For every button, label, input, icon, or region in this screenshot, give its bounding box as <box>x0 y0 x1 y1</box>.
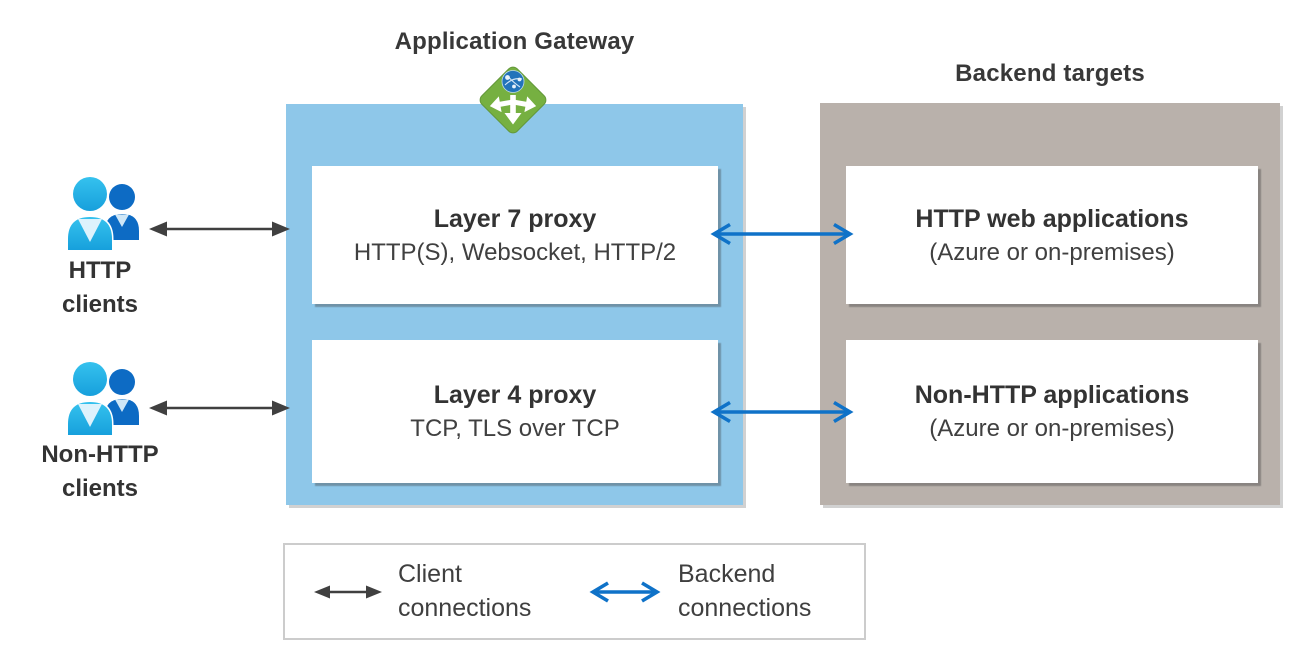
non-http-applications-card: Non-HTTP applications (Azure or on-premi… <box>846 340 1258 483</box>
back-person <box>105 184 139 240</box>
http-web-applications-card: HTTP web applications (Azure or on-premi… <box>846 166 1258 304</box>
http-clients-label: HTTP clients <box>10 254 190 322</box>
layer7-proxy-card: Layer 7 proxy HTTP(S), Websocket, HTTP/2 <box>312 166 718 304</box>
front-person <box>66 361 114 437</box>
backend-targets-title: Backend targets <box>955 60 1145 87</box>
label-line: connections <box>678 594 812 622</box>
card-subtitle: HTTP(S), Websocket, HTTP/2 <box>353 238 677 266</box>
users-icon <box>66 361 139 437</box>
label-line: Backend <box>678 560 776 588</box>
label-line: clients <box>61 291 139 318</box>
label-line: clients <box>61 475 139 502</box>
gateway-title: Application Gateway <box>394 28 635 55</box>
application-gateway-icon <box>479 66 547 134</box>
label-line: Non-HTTP <box>41 441 159 468</box>
client-connection-arrow <box>149 221 290 237</box>
card-subtitle: (Azure or on-premises) <box>929 415 1175 442</box>
card-subtitle: TCP, TLS over TCP <box>410 415 620 442</box>
non-http-clients-label: Non-HTTP clients <box>10 438 190 506</box>
back-person <box>105 369 139 425</box>
card-title: Layer 4 proxy <box>433 381 597 409</box>
card-title: HTTP web applications <box>915 204 1189 233</box>
card-title: Non-HTTP applications <box>914 381 1190 409</box>
card-subtitle: (Azure or on-premises) <box>929 238 1175 266</box>
users-icon <box>66 176 139 252</box>
label-line: connections <box>398 594 532 622</box>
layer4-proxy-card: Layer 4 proxy TCP, TLS over TCP <box>312 340 718 483</box>
front-person <box>66 176 114 252</box>
globe-icon <box>501 70 525 93</box>
label-line: HTTP <box>68 257 132 284</box>
backend-connections-label: Backend connections <box>678 557 811 625</box>
label-line: Client <box>398 560 462 588</box>
client-connection-arrow <box>149 400 290 416</box>
black-double-arrow-icon <box>314 585 382 599</box>
client-connections-label: Client connections <box>398 557 531 625</box>
card-title: Layer 7 proxy <box>433 204 597 233</box>
legend: Client connections Backend connections <box>283 543 866 640</box>
blue-double-arrow-icon <box>589 581 661 603</box>
